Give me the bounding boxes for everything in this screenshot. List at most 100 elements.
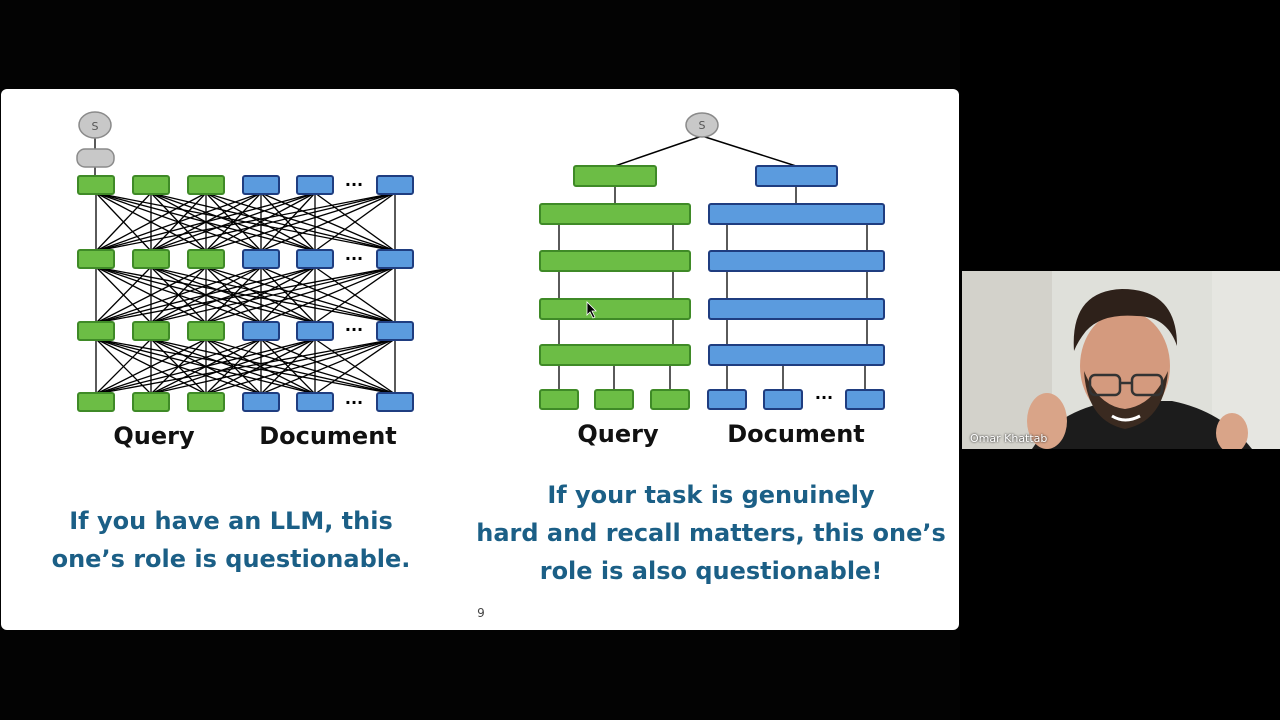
document-token-node: [376, 392, 414, 412]
caption-line: If you have an LLM, this: [69, 507, 393, 535]
attention-line: [260, 192, 396, 252]
attention-line: [205, 266, 316, 324]
attention-line: [260, 192, 316, 252]
caption-line: If your task is genuinely: [547, 481, 875, 509]
attention-line: [314, 338, 396, 395]
attention-line: [95, 338, 316, 395]
attention-line: [260, 338, 396, 395]
score-node: [685, 112, 719, 138]
bi-encoder-diagram: S ··· Query Document: [539, 112, 885, 448]
attention-line: [260, 266, 396, 324]
query-token-node: [187, 249, 225, 269]
attention-line: [95, 266, 262, 324]
attention-line: [205, 192, 396, 252]
query-token-node: [77, 392, 115, 412]
shared-screen-area: S ··· ··· ··· ··· Query Document S ··· Q…: [1, 89, 959, 630]
attention-line: [205, 192, 316, 252]
query-pooled-vector: [573, 165, 657, 187]
query-token-node: [187, 175, 225, 195]
caption-right: If your task is genuinely hard and recal…: [471, 476, 951, 590]
score-node: [78, 111, 112, 139]
document-token-node: [296, 392, 334, 412]
presentation-slide: S ··· ··· ··· ··· Query Document S ··· Q…: [1, 89, 959, 630]
query-encoder-layer: [539, 344, 691, 366]
document-token-node: [242, 249, 280, 269]
query-token-node: [77, 175, 115, 195]
attention-line: [314, 192, 396, 252]
query-token-node: [132, 321, 170, 341]
attention-line: [95, 192, 396, 252]
attention-line: [95, 266, 316, 324]
document-token-node: [376, 175, 414, 195]
cross-encoder-diagram: S ··· ··· ··· ··· Query Document: [76, 111, 414, 450]
document-token-node: [296, 321, 334, 341]
query-encoder-layer: [539, 203, 691, 225]
query-token-node: [650, 389, 690, 410]
ellipsis: ···: [345, 393, 363, 412]
query-token-node: [594, 389, 634, 410]
attention-line: [205, 266, 396, 324]
pooling-node: [76, 148, 115, 168]
query-encoder-layer: [539, 250, 691, 272]
attention-line: [95, 266, 207, 324]
attention-line: [95, 338, 207, 395]
participant-name-label: Omar Khattab: [970, 432, 1048, 445]
query-token-node: [77, 249, 115, 269]
attention-line: [95, 192, 207, 252]
query-label: Query: [113, 422, 195, 450]
attention-line: [314, 266, 396, 324]
ellipsis: ···: [345, 249, 363, 268]
slide-diagrams: S ··· ··· ··· ··· Query Document S ··· Q…: [76, 111, 885, 450]
attention-line: [95, 192, 152, 252]
attention-line: [95, 338, 262, 395]
document-token-node: [296, 249, 334, 269]
ellipsis: ···: [345, 320, 363, 339]
attention-line: [95, 338, 152, 395]
document-token-node: [376, 321, 414, 341]
attention-line: [95, 192, 316, 252]
ellipsis: ···: [815, 388, 833, 407]
document-token-node: [376, 249, 414, 269]
participant-video-tile[interactable]: Omar Khattab: [962, 271, 1280, 449]
caption-line: role is also questionable!: [539, 557, 883, 585]
attention-line: [260, 266, 316, 324]
document-token-node: [845, 389, 885, 410]
attention-line: [260, 338, 316, 395]
query-encoder-layer: [539, 298, 691, 320]
query-token-node: [132, 175, 170, 195]
query-token-node: [132, 392, 170, 412]
attention-line: [150, 338, 396, 395]
attention-line: [150, 266, 396, 324]
query-token-node: [539, 389, 579, 410]
caption-line: hard and recall matters, this one’s: [476, 519, 946, 547]
cross-encoder-token-nodes: [77, 175, 414, 412]
participant-video-frame: [962, 271, 1280, 449]
attention-line: [95, 338, 396, 395]
document-label: Document: [727, 420, 865, 448]
cross-attention-lines: [95, 192, 396, 395]
document-label: Document: [259, 422, 397, 450]
document-encoder-layer: [708, 344, 885, 366]
document-encoder-layer: [708, 298, 885, 320]
slide-page-number: 9: [477, 606, 485, 620]
mouse-cursor-icon: [586, 301, 597, 319]
document-encoder-layer: [708, 250, 885, 272]
document-token-node: [296, 175, 334, 195]
query-token-node: [77, 321, 115, 341]
attention-line: [95, 266, 152, 324]
caption-line: one’s role is questionable.: [51, 545, 411, 573]
attention-line: [205, 338, 396, 395]
document-encoder-layer: [708, 203, 885, 225]
attention-line: [150, 338, 316, 395]
score-node-label: S: [92, 120, 99, 133]
document-token-node: [763, 389, 803, 410]
encoder-connections: [558, 186, 868, 390]
query-label: Query: [577, 420, 659, 448]
query-token-node: [187, 392, 225, 412]
attention-line: [205, 338, 316, 395]
attention-line: [150, 192, 316, 252]
bi-encoder-layer-bars: [539, 165, 885, 410]
document-token-node: [242, 321, 280, 341]
ellipsis: ···: [345, 175, 363, 194]
attention-line: [95, 192, 262, 252]
